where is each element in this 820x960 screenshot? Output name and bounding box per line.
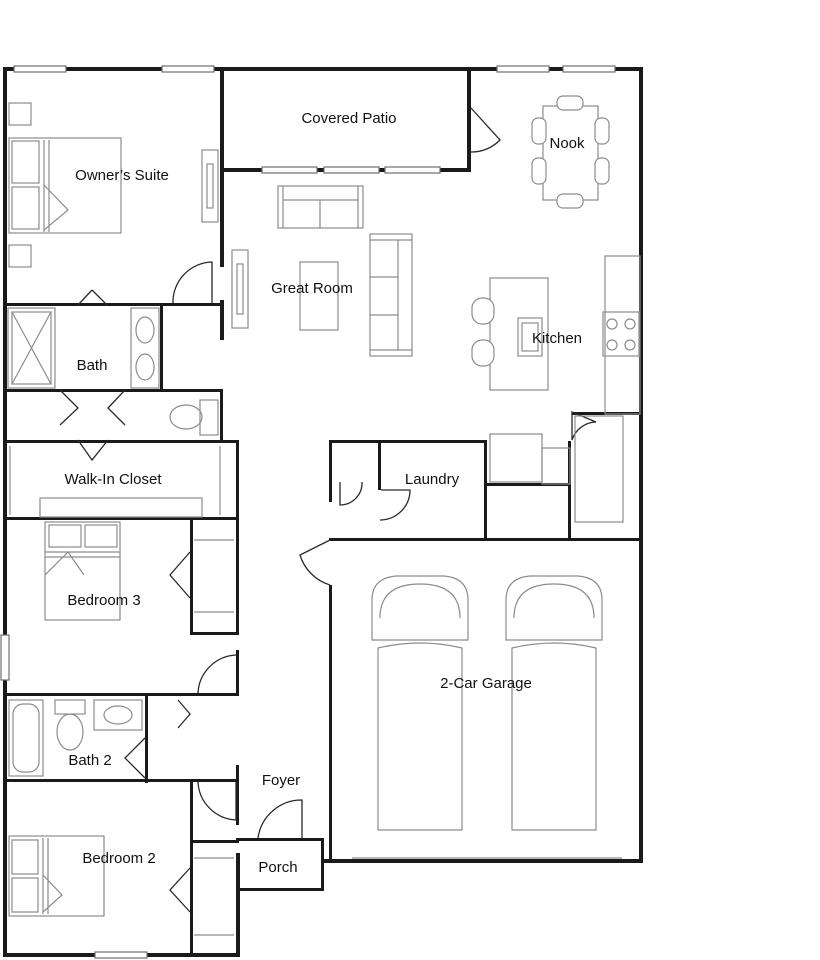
garage-cars	[371, 575, 603, 831]
label-laundry: Laundry	[405, 471, 460, 488]
bedroom-2-furniture	[8, 835, 234, 936]
label-foyer: Foyer	[262, 772, 300, 789]
label-walk-in-closet: Walk-In Closet	[65, 471, 163, 488]
closet-shelving	[9, 446, 221, 518]
label-covered-patio: Covered Patio	[301, 110, 396, 127]
great-room-furniture	[231, 185, 413, 357]
bath-fixtures	[7, 307, 219, 436]
bath-2-fixtures	[8, 699, 143, 777]
label-bedroom-2: Bedroom 2	[82, 850, 155, 867]
label-garage: 2-Car Garage	[440, 675, 532, 692]
windows	[0, 65, 622, 959]
label-bath: Bath	[77, 357, 108, 374]
label-great-room: Great Room	[271, 280, 353, 297]
label-kitchen: Kitchen	[532, 330, 582, 347]
label-bedroom-3: Bedroom 3	[67, 592, 140, 609]
door-swings	[59, 107, 597, 913]
bedroom-3-furniture	[44, 521, 234, 621]
kitchen-fixtures	[471, 255, 641, 523]
nook-table	[531, 95, 610, 209]
room-labels: Covered Patio Owner’s Suite Nook Great R…	[65, 110, 585, 876]
label-porch: Porch	[258, 859, 297, 876]
label-owners-suite: Owner’s Suite	[75, 167, 169, 184]
owners-suite-furniture	[8, 102, 219, 268]
label-nook: Nook	[549, 135, 585, 152]
label-bath-2: Bath 2	[68, 752, 111, 769]
interior-walls	[3, 67, 643, 957]
